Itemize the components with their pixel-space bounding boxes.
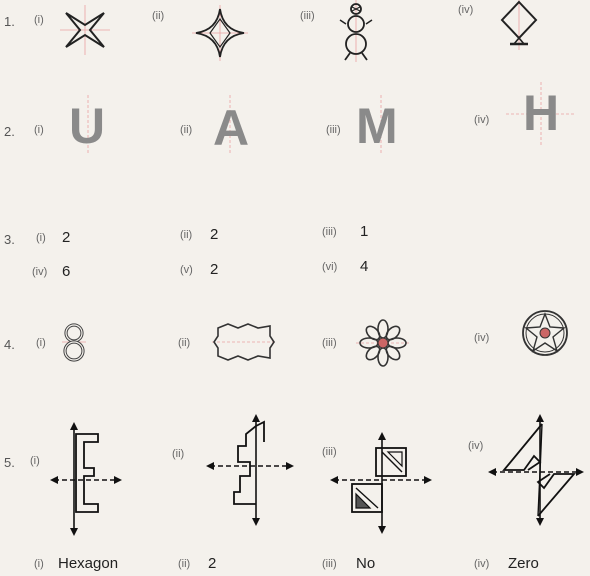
item-label: (iii) <box>300 10 315 22</box>
answer: 1 <box>360 223 368 240</box>
answer: No <box>356 555 375 572</box>
item-label: (iv) <box>474 114 489 126</box>
row-number: 3. <box>4 232 15 247</box>
item-label: (i) <box>36 232 46 244</box>
item-label: (iv) <box>458 4 473 16</box>
figure-eight-icon <box>62 322 86 362</box>
answer: 2 <box>62 229 70 246</box>
row-number: 4. <box>4 337 15 352</box>
answer: Hexagon <box>58 555 118 572</box>
row-number: 2. <box>4 124 15 139</box>
item-label: (iv) <box>474 558 489 570</box>
item-label: (i) <box>34 14 44 26</box>
star-wheel-icon <box>520 308 570 358</box>
item-label: (v) <box>180 264 193 276</box>
item-label: (ii) <box>152 10 164 22</box>
snowman-figure-icon <box>338 0 374 62</box>
item-label: (iii) <box>322 558 337 570</box>
item-label: (iv) <box>474 332 489 344</box>
item-label: (iii) <box>326 124 341 136</box>
letter-a-figure: A <box>204 95 256 155</box>
item-label: (ii) <box>178 337 190 349</box>
item-label: (ii) <box>178 558 190 570</box>
letter-h-figure: H <box>506 82 576 146</box>
letter-h: H <box>523 88 559 138</box>
item-label: (i) <box>34 558 44 570</box>
item-label: (i) <box>34 124 44 136</box>
square-pair-arrows-icon <box>326 430 436 538</box>
four-point-star-icon <box>192 5 248 61</box>
x-star-icon <box>60 5 110 55</box>
kite-icon <box>494 0 544 50</box>
stepped-shape-arrows-icon <box>204 412 296 530</box>
item-label: (ii) <box>180 124 192 136</box>
row-number: 5. <box>4 455 15 470</box>
item-label: (i) <box>36 337 46 349</box>
letter-u: U <box>69 101 105 151</box>
letter-a: A <box>213 103 249 153</box>
item-label: (iv) <box>32 266 47 278</box>
answer: 4 <box>360 258 368 275</box>
wavy-rectangle-icon <box>212 322 276 362</box>
item-label: (ii) <box>172 448 184 460</box>
item-label: (i) <box>30 455 40 467</box>
answer: Zero <box>508 555 539 572</box>
item-label: (iii) <box>322 226 337 238</box>
item-label: (vi) <box>322 261 337 273</box>
letter-m: M <box>356 101 398 151</box>
flower-icon <box>356 316 410 370</box>
pinwheel-arrows-icon <box>484 412 588 530</box>
item-label: (ii) <box>180 229 192 241</box>
answer: 2 <box>210 261 218 278</box>
answer: 2 <box>210 226 218 243</box>
letter-u-figure: U <box>66 95 110 155</box>
answer: 6 <box>62 263 70 280</box>
item-label: (iv) <box>468 440 483 452</box>
letter-m-figure: M <box>352 95 410 155</box>
e-shape-arrows-icon <box>48 420 124 540</box>
row-number: 1. <box>4 14 15 29</box>
answer: 2 <box>208 555 216 572</box>
item-label: (iii) <box>322 337 337 349</box>
